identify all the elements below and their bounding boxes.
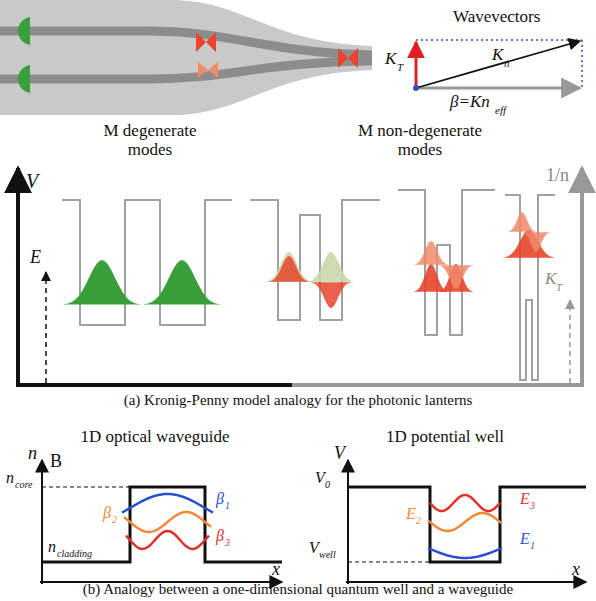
wavevector-triangle bbox=[413, 40, 582, 91]
text-label: E bbox=[406, 505, 416, 523]
text-label: x bbox=[272, 560, 280, 580]
text-label: B bbox=[50, 452, 62, 472]
text-label: T bbox=[397, 61, 403, 73]
mode-profile bbox=[438, 265, 474, 289]
mode-profiles bbox=[63, 212, 556, 308]
text-label: E bbox=[520, 530, 530, 548]
potential-well-plot bbox=[346, 460, 586, 584]
text-label: V bbox=[309, 539, 319, 557]
mode-profile bbox=[63, 260, 141, 305]
text-label: n bbox=[48, 538, 56, 556]
text-label: well bbox=[319, 549, 336, 560]
mode-profile bbox=[507, 212, 537, 232]
text-label: T bbox=[556, 281, 562, 293]
text-label: M degenerate modes bbox=[95, 122, 205, 159]
text-label: 2 bbox=[416, 515, 421, 526]
text-label: n bbox=[504, 57, 510, 69]
text-label: 1/n bbox=[546, 166, 569, 186]
text-label: x bbox=[572, 560, 580, 580]
text-label: E bbox=[30, 248, 41, 268]
mode-profile bbox=[502, 230, 556, 258]
text-label: E bbox=[520, 490, 530, 508]
text-label: (b) Analogy between a one-dimensional qu… bbox=[3, 581, 593, 598]
text-label: K bbox=[545, 270, 556, 289]
mode-profile bbox=[265, 252, 313, 282]
text-label: Wavevectors bbox=[453, 8, 540, 27]
text-label: M non-degenerate modes bbox=[340, 122, 500, 159]
text-label: eff bbox=[495, 104, 506, 116]
text-label: cladding bbox=[57, 548, 92, 559]
mode-curve bbox=[428, 513, 502, 531]
mode-profile bbox=[307, 252, 355, 282]
text-label: β=Kn bbox=[450, 93, 490, 112]
mode-profile bbox=[143, 260, 221, 305]
text-label: 1 bbox=[225, 500, 230, 511]
mode-profile bbox=[438, 264, 474, 292]
mode-profile bbox=[521, 232, 551, 252]
text-label: n bbox=[6, 469, 14, 487]
mode-curves bbox=[122, 494, 502, 558]
mode-curve bbox=[126, 531, 209, 549]
text-label: (a) Kronig-Penny model analogy for the p… bbox=[3, 392, 593, 409]
axes-a bbox=[18, 168, 582, 387]
text-label: V bbox=[334, 444, 345, 464]
mode-profile bbox=[310, 282, 352, 308]
text-label: V bbox=[26, 170, 38, 192]
text-label: β bbox=[216, 490, 224, 508]
potential-wells bbox=[62, 190, 555, 380]
mode-curve bbox=[428, 548, 502, 558]
text-label: β bbox=[216, 527, 224, 545]
mode-curve bbox=[430, 495, 500, 511]
text-label: 1D optical waveguide bbox=[55, 428, 255, 447]
text-label: β bbox=[103, 504, 111, 522]
photonic-lantern bbox=[0, 0, 372, 115]
mode-profile bbox=[268, 256, 310, 282]
mode-curve bbox=[122, 494, 213, 513]
mode-curve bbox=[124, 512, 211, 532]
text-label: 3 bbox=[530, 500, 535, 511]
text-label: n bbox=[28, 444, 37, 464]
text-label: V bbox=[315, 469, 325, 487]
text-label: core bbox=[15, 479, 32, 490]
text-label: 1D potential well bbox=[345, 428, 545, 447]
text-label: 3 bbox=[225, 537, 230, 548]
text-label: K bbox=[385, 50, 396, 69]
text-label: 0 bbox=[325, 479, 330, 490]
text-label: K bbox=[492, 46, 503, 65]
waveguide-plot bbox=[40, 460, 282, 584]
mode-profile bbox=[413, 241, 449, 265]
mode-profile bbox=[413, 264, 449, 292]
text-label: 2 bbox=[112, 514, 117, 525]
text-label: 1 bbox=[530, 540, 535, 551]
